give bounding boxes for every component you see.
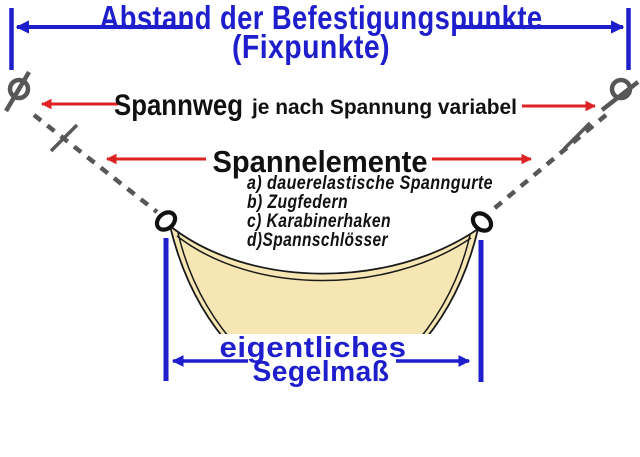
left-tension-tick [49,123,79,153]
left-corner-ring-icon [154,210,178,232]
spannelemente-item-c: c) Karabinerhaken [247,211,391,232]
right-tension-line [488,113,608,214]
spannelemente-item-b: b) Zugfedern [247,192,348,213]
right-eye-hook-icon [600,77,640,112]
sail-size-measure: eigentliches Segelmaß [163,238,484,388]
spannelemente-item-a: a) dauerelastische Spanngurte [247,173,493,194]
fixpoint-distance-measure: Abstand der Befestigungspunkte (Fixpunkt… [9,0,631,70]
sail-measure-label-line1: eigentliches [220,332,407,364]
left-eye-hook-icon [4,70,31,113]
left-hook-shaft [4,70,31,113]
spannelemente-item-d: d)Spannschlösser [247,230,389,251]
sail-group [154,210,494,400]
sail-measure-label-line2: Segelmaß [253,356,390,388]
right-tension-tick [562,121,592,151]
title-line1: Abstand der Befestigungspunkte [100,0,543,36]
spannweg-row: Spannweg je nach Spannung variabel [40,89,597,122]
sail-shape [168,223,480,351]
right-corner-ring-icon [470,211,494,233]
spannelemente-label: Spannelemente [213,144,428,179]
spannelemente-row: Spannelemente a) dauerelastische Spanngu… [105,144,533,251]
left-tension-line [32,113,159,214]
right-hook-eye [609,77,633,101]
left-hook-eye [7,77,31,101]
spannweg-label: Spannweg [114,89,243,122]
sail-top-seam [176,235,472,282]
sail-label-backdrop [172,334,468,400]
spannweg-note: je nach Spannung variabel [251,96,517,119]
title-line2: (Fixpunkte) [232,28,390,65]
